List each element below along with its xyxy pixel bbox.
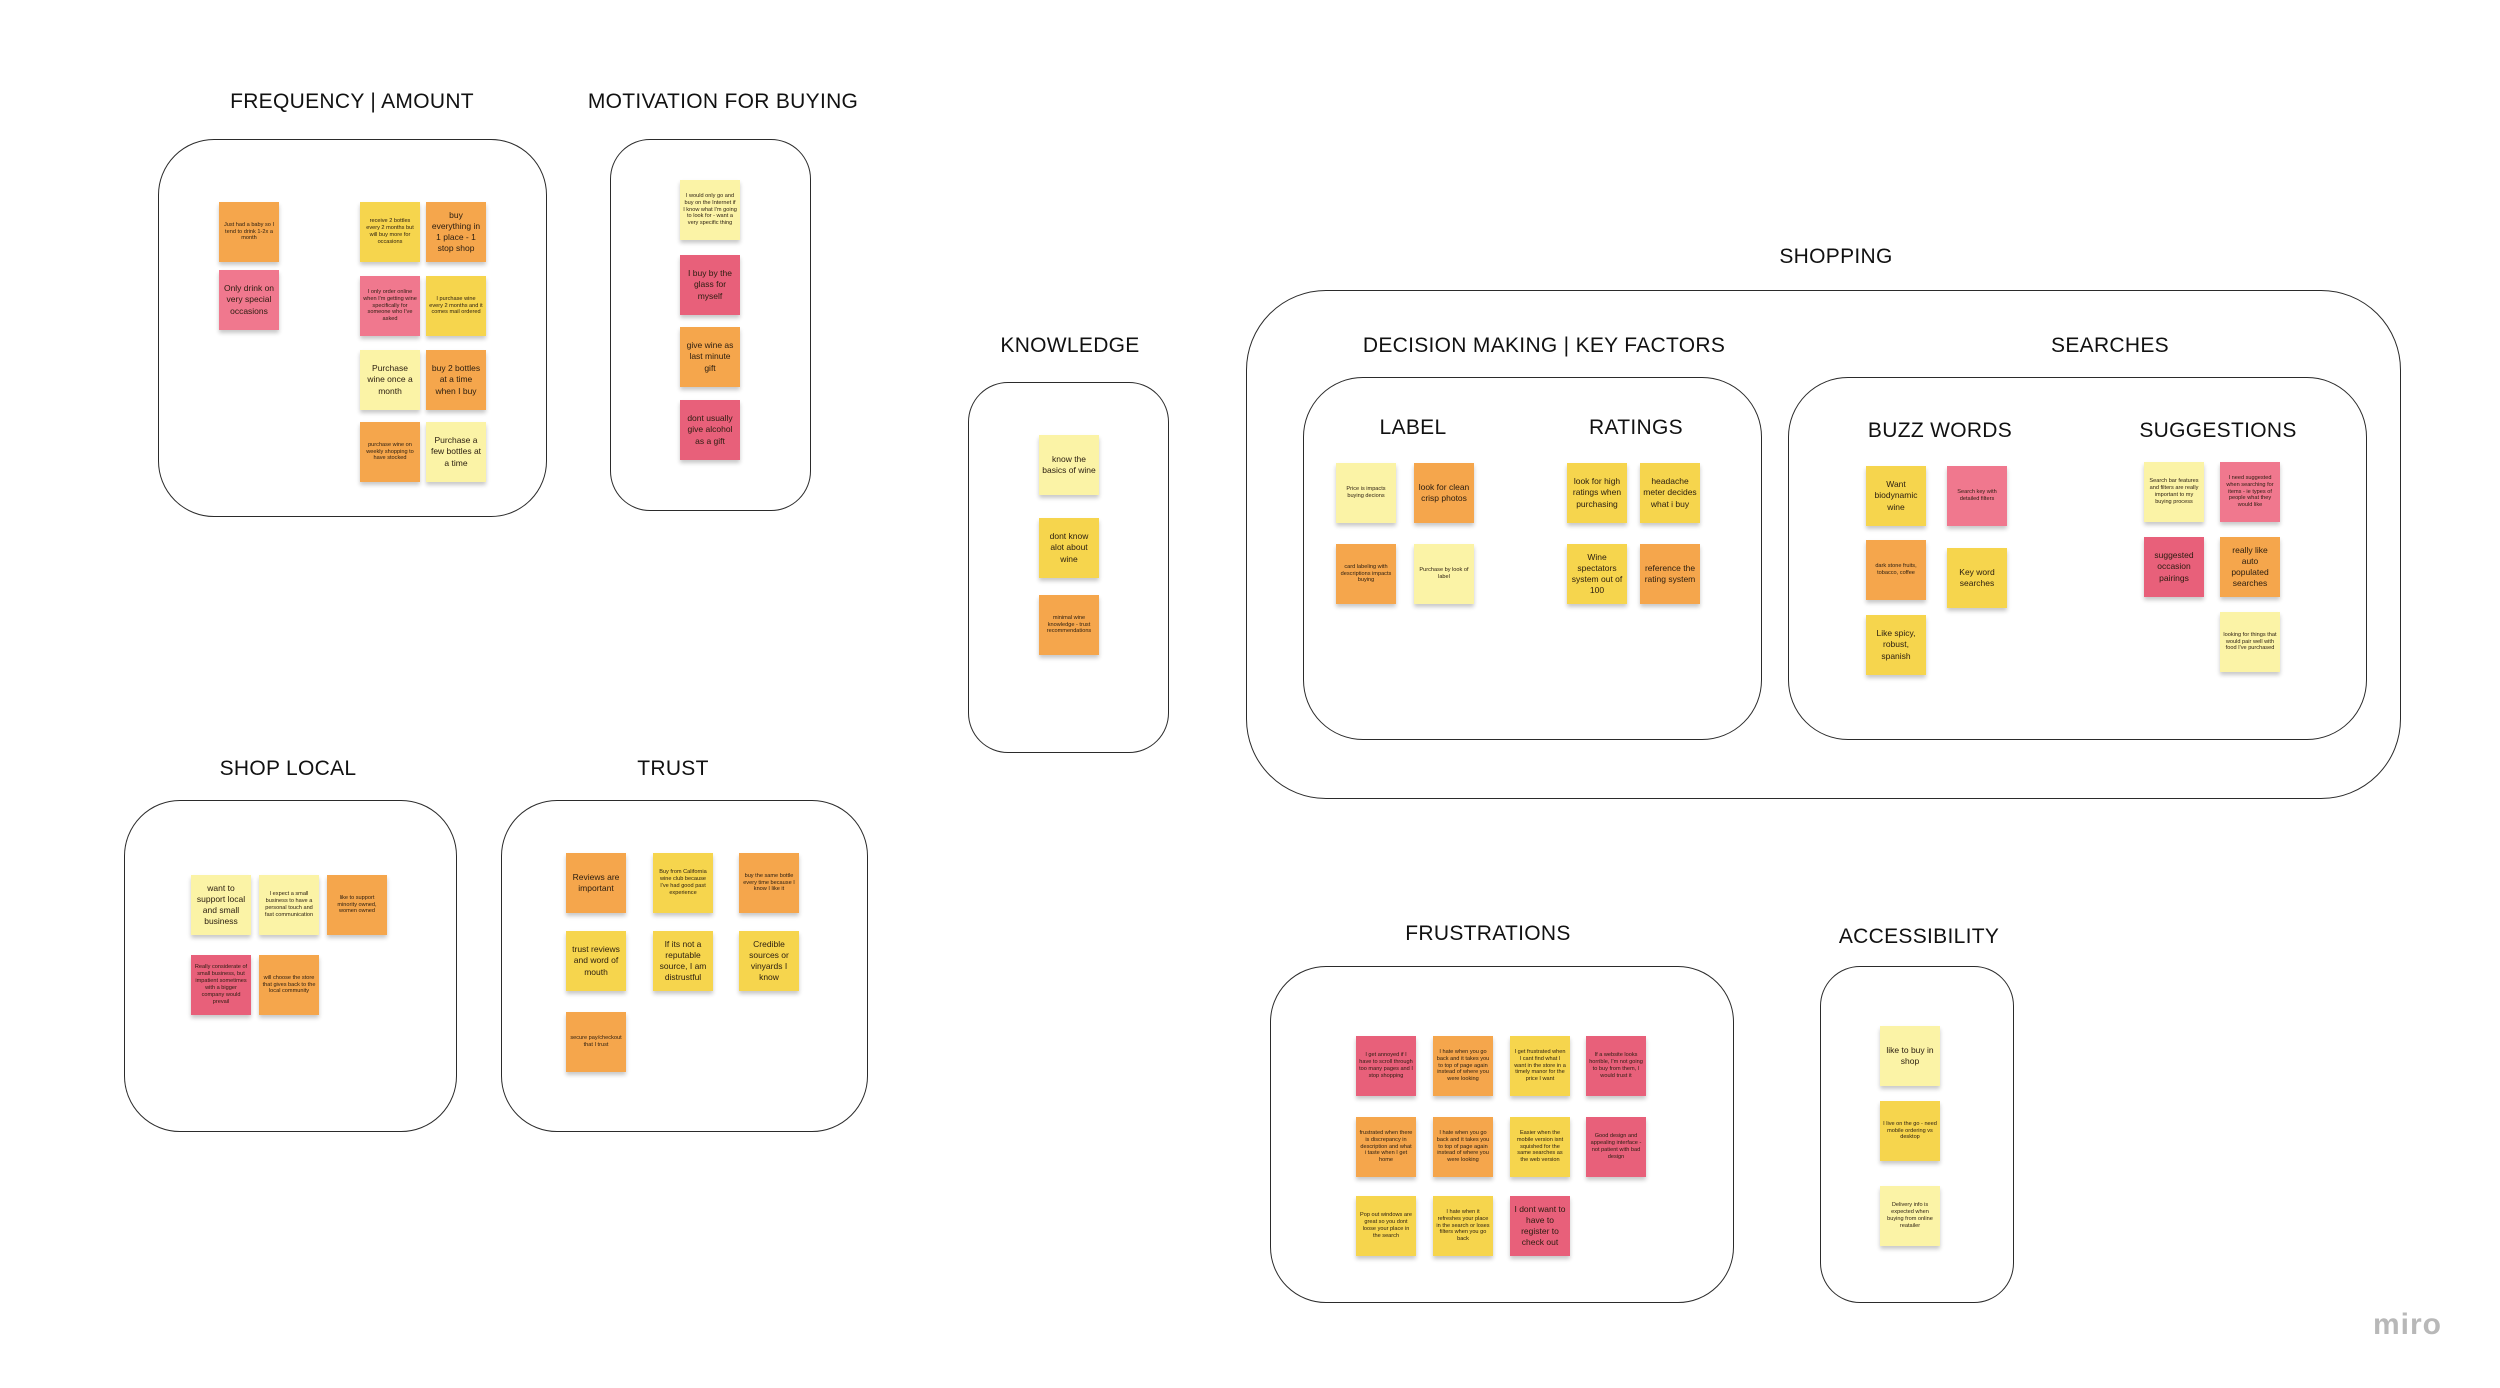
sticky-note[interactable]: headache meter decides what i buy — [1640, 463, 1700, 523]
frame-shopping[interactable] — [1246, 290, 2401, 799]
frame-accessibility[interactable] — [1820, 966, 2014, 1303]
title-buzz-words: BUZZ WORDS — [1867, 419, 2013, 442]
sticky-note[interactable]: Only drink on very special occasions — [219, 270, 279, 330]
sticky-note[interactable]: dont know alot about wine — [1039, 518, 1099, 578]
sticky-note[interactable]: looking for things that would pair well … — [2220, 612, 2280, 672]
sticky-note[interactable]: Purchase wine once a month — [360, 350, 420, 410]
sticky-note[interactable]: know the basics of wine — [1039, 435, 1099, 495]
frame-knowledge[interactable] — [968, 382, 1169, 753]
sticky-note[interactable]: will choose the store that gives back to… — [259, 955, 319, 1015]
sticky-note[interactable]: I hate when you go back and it takes you… — [1433, 1036, 1493, 1096]
sticky-note[interactable]: Good design and appealing interface - no… — [1586, 1117, 1646, 1177]
sticky-note[interactable]: minimal wine knowledge - trust recommend… — [1039, 595, 1099, 655]
sticky-note[interactable]: I live on the go - need mobile ordering … — [1880, 1101, 1940, 1161]
title-suggestions: SUGGESTIONS — [2139, 419, 2297, 442]
sticky-note[interactable]: Really considerate of small business, bu… — [191, 955, 251, 1015]
sticky-note[interactable]: card labeling with descriptions impacts … — [1336, 544, 1396, 604]
title-shop-local: SHOP LOCAL — [219, 757, 357, 780]
sticky-note[interactable]: secure pay/checkout that I trust — [566, 1012, 626, 1072]
sticky-note[interactable]: Easier when the mobile version isnt squi… — [1510, 1117, 1570, 1177]
sticky-note[interactable]: dont usually give alcohol as a gift — [680, 400, 740, 460]
title-knowledge: KNOWLEDGE — [1000, 334, 1140, 357]
sticky-note[interactable]: Price is impacts buying decions — [1336, 463, 1396, 523]
sticky-note[interactable]: I buy by the glass for myself — [680, 255, 740, 315]
sticky-note[interactable]: I purchase wine every 2 months and it co… — [426, 276, 486, 336]
title-frustrations: FRUSTRATIONS — [1405, 922, 1571, 945]
sticky-note[interactable]: reference the rating system — [1640, 544, 1700, 604]
title-searches: SEARCHES — [2051, 334, 2169, 357]
sticky-note[interactable]: I get frustrated when I cant find what I… — [1510, 1036, 1570, 1096]
sticky-note[interactable]: purchase wine on weekly shopping to have… — [360, 422, 420, 482]
frame-trust[interactable] — [501, 800, 868, 1132]
frame-decision-making[interactable] — [1303, 377, 1762, 740]
sticky-note[interactable]: suggested occasion pairings — [2144, 537, 2204, 597]
title-trust: TRUST — [637, 757, 709, 780]
sticky-note[interactable]: Credible sources or vinyards I know — [739, 931, 799, 991]
sticky-note[interactable]: Delivery info is expected when buying fr… — [1880, 1186, 1940, 1246]
sticky-note[interactable]: trust reviews and word of mouth — [566, 931, 626, 991]
sticky-note[interactable]: I hate when it refreshes your place in t… — [1433, 1196, 1493, 1256]
sticky-note[interactable]: Like spicy, robust, spanish — [1866, 615, 1926, 675]
sticky-note[interactable]: Just had a baby so I tend to drink 1-2x … — [219, 202, 279, 262]
sticky-note[interactable]: really like auto populated searches — [2220, 537, 2280, 597]
sticky-note[interactable]: buy everything in 1 place - 1 stop shop — [426, 202, 486, 262]
sticky-note[interactable]: I need suggested when searching for item… — [2220, 462, 2280, 522]
sticky-note[interactable]: like to support minority owned, women ow… — [327, 875, 387, 935]
title-accessibility: ACCESSIBILITY — [1838, 925, 2000, 948]
frame-frequency[interactable] — [158, 139, 547, 517]
sticky-note[interactable]: look for high ratings when purchasing — [1567, 463, 1627, 523]
title-frequency: FREQUENCY | AMOUNT — [230, 90, 474, 113]
sticky-note[interactable]: Pop out windows are great so you dont lo… — [1356, 1196, 1416, 1256]
sticky-note[interactable]: dark stone fruits, tobacco, coffee — [1866, 540, 1926, 600]
sticky-note[interactable]: look for clean crisp photos — [1414, 463, 1474, 523]
sticky-note[interactable]: like to buy in shop — [1880, 1026, 1940, 1086]
title-shopping: SHOPPING — [1779, 245, 1893, 268]
sticky-note[interactable]: Want biodynamic wine — [1866, 466, 1926, 526]
sticky-note[interactable]: I hate when you go back and it takes you… — [1433, 1117, 1493, 1177]
frame-searches[interactable] — [1788, 377, 2367, 740]
sticky-note[interactable]: Wine spectators system out of 100 — [1567, 544, 1627, 604]
frame-motivation[interactable] — [610, 139, 811, 511]
sticky-note[interactable]: Key word searches — [1947, 548, 2007, 608]
sticky-note[interactable]: I get annoyed if I have to scroll throug… — [1356, 1036, 1416, 1096]
sticky-note[interactable]: I only order online when I'm getting win… — [360, 276, 420, 336]
sticky-note[interactable]: Search bar features and filters are real… — [2144, 462, 2204, 522]
sticky-note[interactable]: If a website looks horrible, I'm not goi… — [1586, 1036, 1646, 1096]
title-motivation: MOTIVATION FOR BUYING — [587, 90, 859, 113]
title-ratings: RATINGS — [1589, 416, 1683, 439]
miro-logo: miro — [2373, 1308, 2443, 1341]
title-label: LABEL — [1379, 416, 1447, 439]
sticky-note[interactable]: buy 2 bottles at a time when I buy — [426, 350, 486, 410]
sticky-note[interactable]: I would only go and buy on the Internet … — [680, 180, 740, 240]
sticky-note[interactable]: frustrated when there is discrepancy in … — [1356, 1117, 1416, 1177]
sticky-note[interactable]: If its not a reputable source, I am dist… — [653, 931, 713, 991]
sticky-note[interactable]: Search key with detailed filters — [1947, 466, 2007, 526]
frame-shop-local[interactable] — [124, 800, 457, 1132]
sticky-note[interactable]: I dont want to have to register to check… — [1510, 1196, 1570, 1256]
frame-frustrations[interactable] — [1270, 966, 1734, 1303]
sticky-note[interactable]: Purchase by look of label — [1414, 544, 1474, 604]
title-decision-making: DECISION MAKING | KEY FACTORS — [1362, 334, 1726, 357]
sticky-note[interactable]: I expect a small business to have a pers… — [259, 875, 319, 935]
sticky-note[interactable]: Buy from California wine club because I'… — [653, 853, 713, 913]
sticky-note[interactable]: Purchase a few bottles at a time — [426, 422, 486, 482]
sticky-note[interactable]: want to support local and small business — [191, 875, 251, 935]
sticky-note[interactable]: Reviews are important — [566, 853, 626, 913]
sticky-note[interactable]: buy the same bottle every time because I… — [739, 853, 799, 913]
sticky-note[interactable]: give wine as last minute gift — [680, 327, 740, 387]
sticky-note[interactable]: receive 2 bottles every 2 months but wil… — [360, 202, 420, 262]
